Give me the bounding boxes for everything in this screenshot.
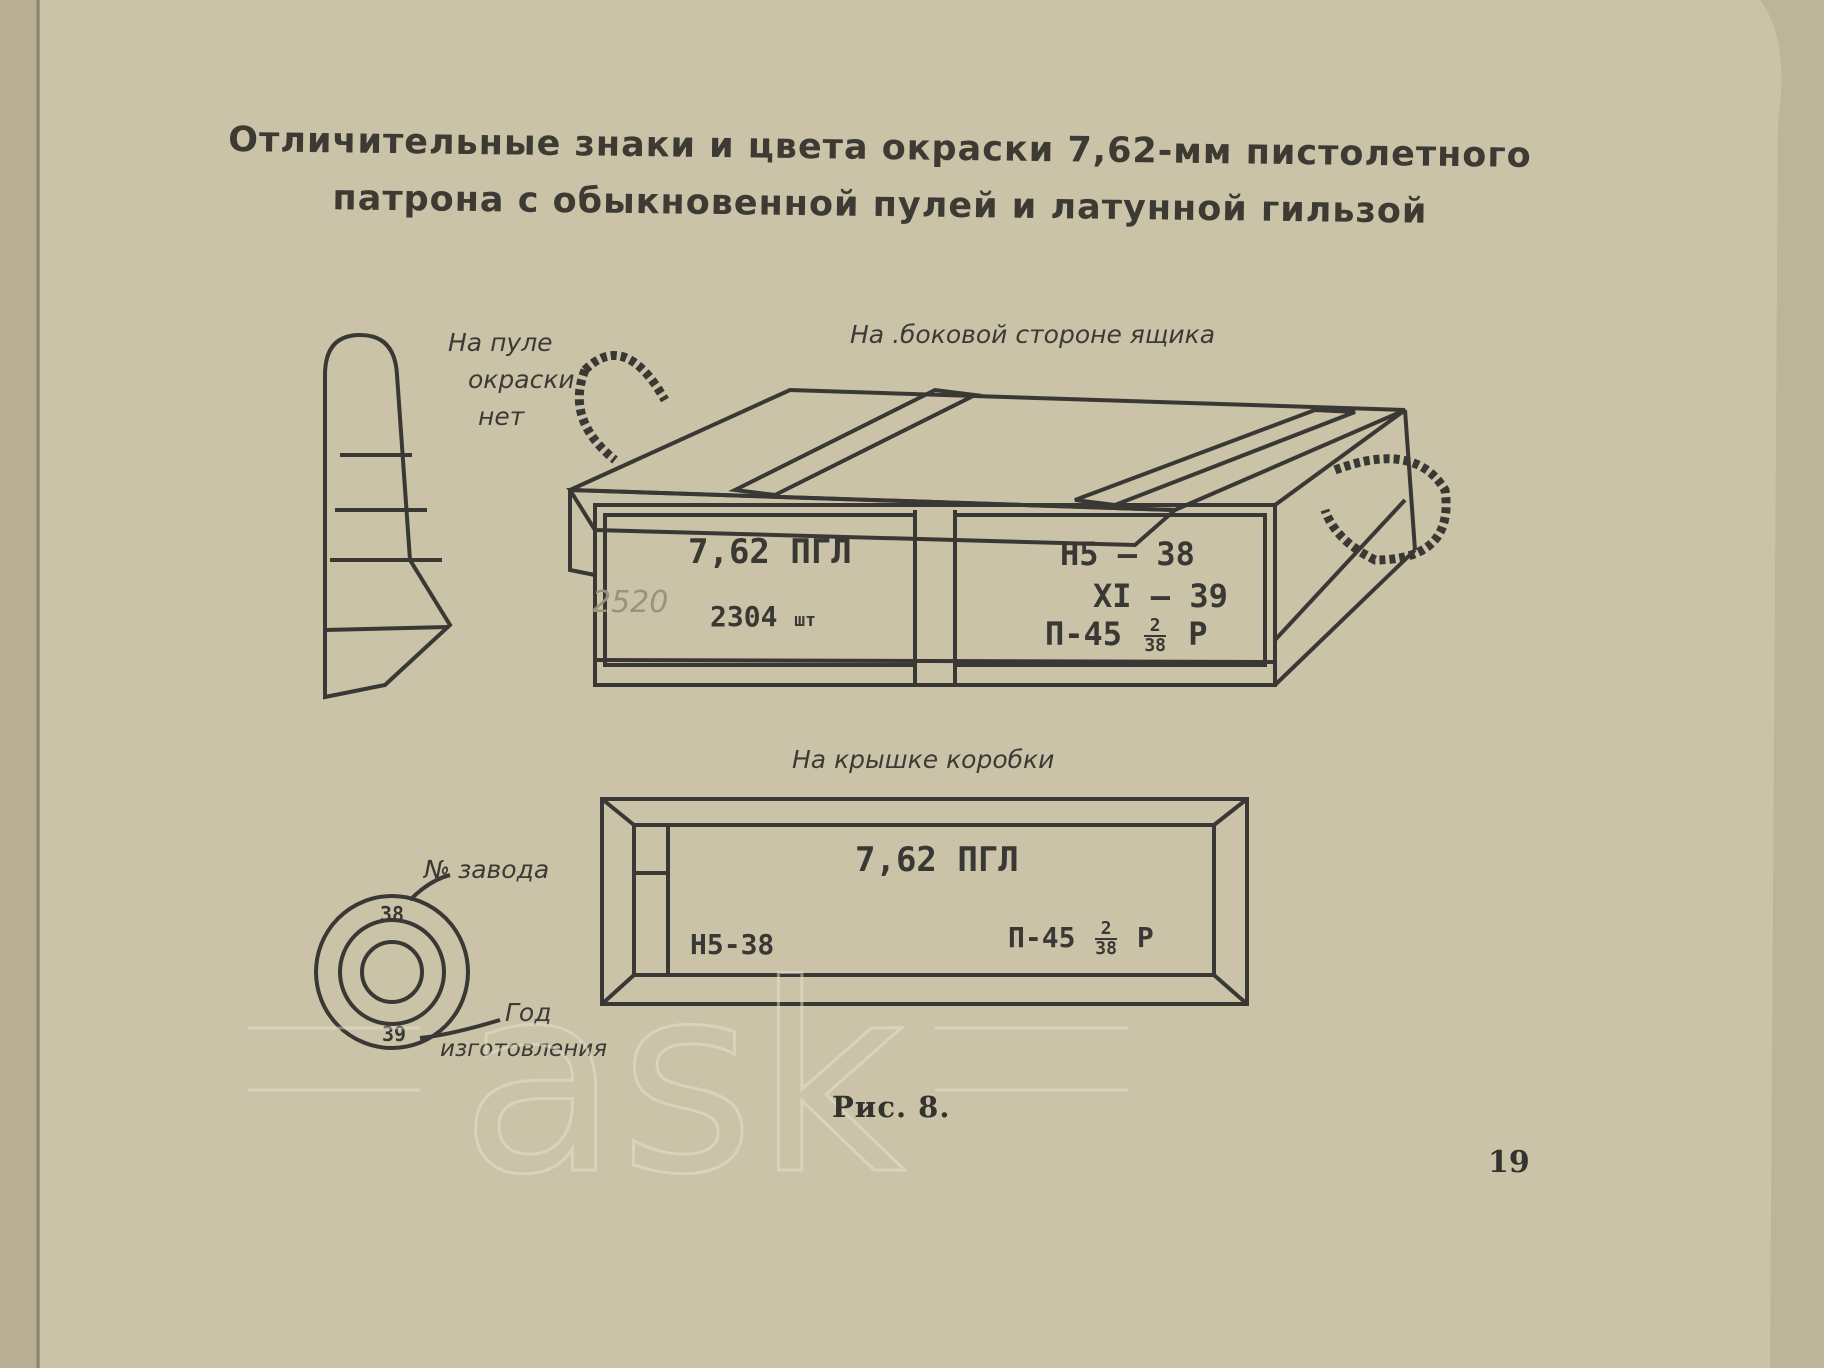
headstamp-bottom-number: 39 [382, 1022, 407, 1046]
crate-count: 2304 шт [710, 600, 816, 633]
headstamp-factory-label: № завода [424, 855, 550, 884]
lid-fraction-denominator: 38 [1095, 938, 1117, 959]
lid-code-suffix: Р [1136, 921, 1154, 954]
headstamp-drawing [314, 873, 501, 1050]
crate-code-line-2: XI – 39 [1093, 577, 1228, 615]
lid-left-code: Н5-38 [690, 928, 775, 961]
bullet-note-line-1: На пуле [448, 328, 553, 357]
crate-fraction-numerator: 2 [1149, 615, 1161, 636]
crate-count-value: 2304 [710, 600, 778, 633]
bullet-note-line-3: нет [478, 402, 525, 431]
bullet-note-line-2: окраски [468, 365, 575, 394]
figure-caption: Рис. 8. [832, 1090, 951, 1124]
headstamp-year-label-line-1: Год [505, 998, 552, 1027]
lid-fraction-numerator: 2 [1100, 918, 1112, 939]
crate-caliber: 7,62 ПГЛ [688, 532, 852, 572]
bullet-drawing [323, 332, 453, 700]
crate-drawing [566, 350, 1451, 687]
crate-code-suffix: Р [1188, 615, 1208, 653]
headstamp-top-number: 38 [380, 902, 405, 926]
lid-caliber: 7,62 ПГЛ [855, 840, 1019, 880]
page-number: 19 [1488, 1145, 1530, 1180]
lid-code-prefix: П-45 [1008, 921, 1076, 954]
lid-heading: На крышке коробки [792, 745, 1055, 774]
crate-count-unit: шт [794, 610, 816, 631]
crate-code-prefix: П-45 [1045, 615, 1123, 653]
crate-handwritten-number: 2520 [592, 585, 669, 620]
lid-drawing [600, 797, 1249, 1006]
crate-fraction-denominator: 38 [1144, 635, 1167, 656]
crate-heading: На .боковой стороне ящика [850, 320, 1216, 349]
headstamp-year-label-line-2: изготовления [440, 1036, 608, 1062]
crate-code-line-1: Н5 – 38 [1060, 535, 1195, 573]
